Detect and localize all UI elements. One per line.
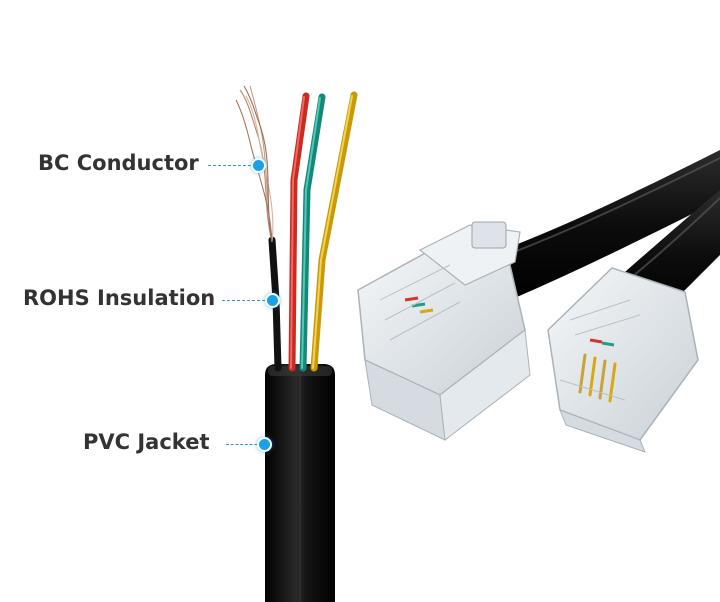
bare-conductor-strands [235, 85, 274, 243]
wire-red [288, 92, 310, 372]
rj11-plug-left [357, 221, 531, 441]
label-bc-conductor: BC Conductor [38, 151, 199, 175]
label-rohs-insulation: ROHS Insulation [23, 286, 216, 310]
marker-dot-jacket [259, 439, 270, 450]
leader-line-insulation [222, 300, 270, 301]
wire-yellow [310, 91, 358, 372]
label-pvc-jacket: PVC Jacket [83, 430, 210, 454]
pvc-jacket [265, 364, 335, 602]
marker-dot-conductor [253, 160, 264, 171]
wire-green [299, 93, 326, 372]
rj11-plug-right [547, 267, 699, 453]
marker-dot-insulation [267, 295, 278, 306]
leader-line-conductor [208, 165, 256, 166]
leader-line-jacket [226, 444, 262, 445]
